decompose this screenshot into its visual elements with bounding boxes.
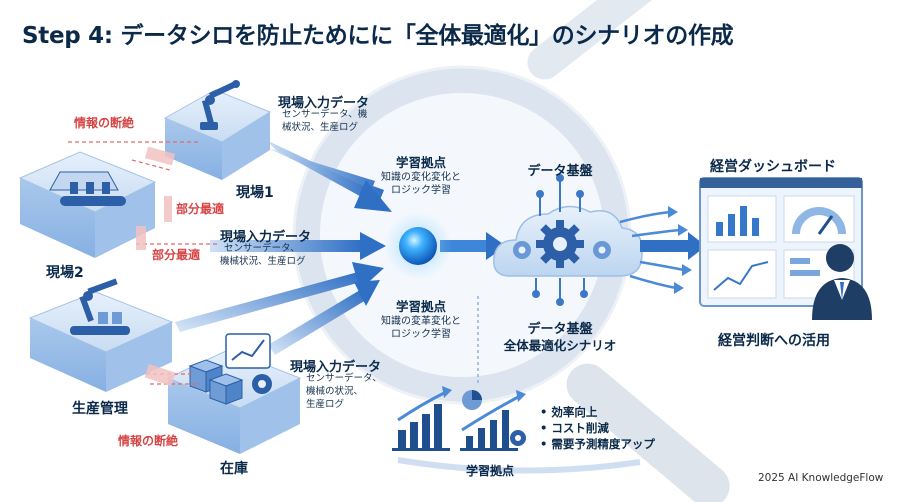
gear-icon	[536, 220, 584, 268]
info-gap-label-top: 情報の断絶	[74, 116, 135, 130]
site-cube-field2	[18, 151, 157, 258]
learning-orb	[384, 212, 452, 280]
site-cube-production	[28, 278, 174, 392]
learning-base-icons	[392, 296, 641, 474]
benefit-item: コスト削減	[540, 420, 655, 436]
info-gap-label-bottom: 情報の断絶	[118, 434, 179, 448]
robot-arm-icon	[200, 80, 240, 130]
data-platform-cloud	[493, 174, 706, 306]
site-label-field2: 現場2	[46, 265, 84, 281]
field1-data-line-1: センサーデータ、機	[282, 109, 368, 120]
page-title: Step 4: データシロを防止ためにに「全体最適化」のシナリオの作成	[22, 23, 734, 49]
field2-data-title: 現場入力データ	[220, 230, 312, 245]
factory-line-icon	[49, 171, 126, 206]
dashboard-screen	[699, 177, 863, 307]
dashboard-caption: 経営判断への活用	[718, 333, 830, 349]
flow-arrows	[175, 140, 506, 355]
data-platform-title: データ基盤	[527, 164, 593, 179]
benefit-item: 効率向上	[540, 404, 655, 420]
robot-arm-icon	[70, 278, 130, 335]
field1-data-title: 現場入力データ	[278, 96, 370, 111]
partial-opt-label-2: 部分最適	[152, 248, 201, 262]
gear-icon	[510, 430, 526, 446]
inventory-data-line-1: センサーデータ、	[306, 373, 382, 384]
hub-bottom-line-2: ロジック学習	[391, 329, 451, 340]
manager-avatar	[812, 244, 872, 320]
hub-bottom-line-1: 知識の変革変化と	[381, 316, 461, 327]
hub-top-title: 学習拠点	[395, 155, 446, 170]
hub-bottom-title: 学習拠点	[395, 299, 446, 314]
info-gap-hatch	[136, 146, 176, 386]
inventory-data-title: 現場入力データ	[290, 360, 382, 375]
bar-chart-icon	[392, 404, 450, 451]
field2-data-line-1: センサーデータ、	[224, 243, 300, 254]
inventory-data-line-2: 機械の状況、	[306, 386, 364, 397]
site-label-inventory: 在庫	[220, 461, 248, 477]
chart-icon	[225, 333, 271, 369]
dashboard-title: 経営ダッシュボード	[710, 159, 836, 175]
field1-data-line-2: 械状況、生産ログ	[282, 122, 359, 133]
boxes-icon	[188, 359, 244, 405]
hub-top-line-1: 知識の変化変化と	[381, 172, 461, 183]
site-label-production: 生産管理	[72, 401, 128, 417]
site-cube-inventory	[166, 333, 302, 454]
partial-opt-label-1: 部分最適	[176, 202, 225, 216]
gear-icon	[252, 374, 272, 394]
hub-top: 学習拠点 知識の変化変化と ロジック学習	[362, 152, 480, 197]
gear-icon	[593, 241, 611, 259]
field2-data-line-2: 機械状況、生産ログ	[220, 256, 306, 267]
learning-base-label: 学習拠点	[466, 464, 515, 478]
site-label-field1: 現場1	[236, 185, 274, 201]
hub-top-line-2: ロジック学習	[391, 185, 451, 196]
benefit-list: 効率向上 コスト削減 需要予測精度アップ	[540, 404, 655, 452]
gear-icon	[513, 241, 531, 259]
inventory-data-line-3: 生産ログ	[306, 399, 345, 410]
pie-chart-icon	[462, 390, 482, 410]
hub-bottom: 学習拠点 知識の変革変化と ロジック学習	[362, 296, 480, 341]
data-platform-scenario: 全体最適化シナリオ	[503, 338, 617, 353]
benefit-item: 需要予測精度アップ	[540, 436, 655, 452]
site-cube-field1	[163, 80, 272, 180]
data-platform-subtitle: データ基盤	[527, 322, 593, 337]
growth-chart-icon	[460, 410, 518, 451]
credit-text: 2025 AI KnowledgeFlow	[758, 472, 884, 484]
